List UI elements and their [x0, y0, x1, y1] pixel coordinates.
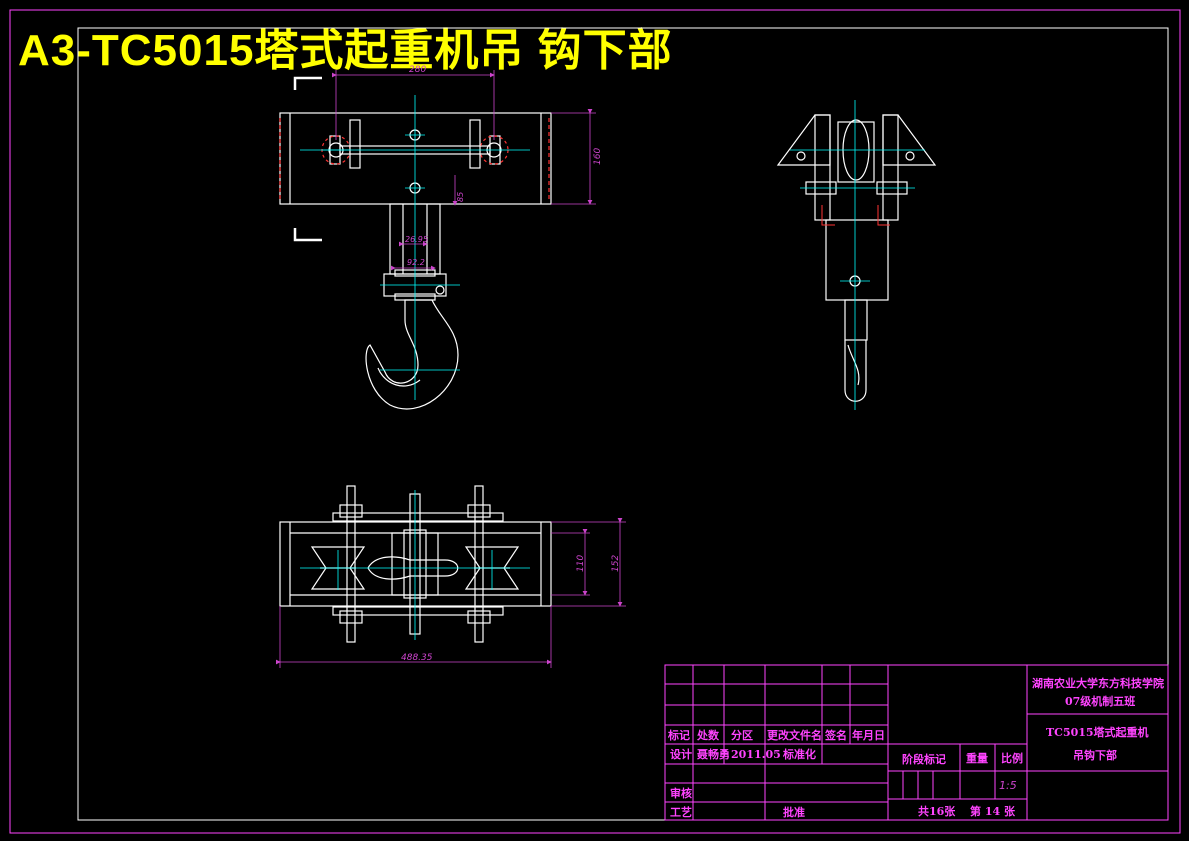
drawing-name-line-2: 吊钩下部 [1073, 748, 1117, 762]
front-view-dimensions [332, 70, 596, 271]
dim-bottom-length: 488.35 [401, 653, 433, 663]
class-name: 07级机制五班 [1065, 694, 1135, 708]
stage-label: 阶段标记 [902, 752, 946, 766]
header-zone: 分区 [731, 728, 753, 742]
title-block [664, 664, 1169, 821]
process-label: 工艺 [670, 805, 692, 819]
header-date: 年月日 [852, 728, 885, 742]
dim-hook-width-1: 26.95 [405, 235, 428, 244]
review-label: 审核 [670, 786, 692, 800]
dim-pin-offset: 85 [456, 192, 465, 202]
sheet-total: 共16张 [918, 804, 956, 818]
design-label: 设计 [670, 747, 692, 761]
header-mark: 标记 [667, 728, 690, 742]
weight-label: 重量 [966, 751, 988, 765]
side-view-centerlines [790, 100, 925, 410]
scale-value: 1:5 [999, 779, 1017, 792]
dim-hook-width-2: 92.2 [407, 258, 425, 267]
inner-border [77, 27, 1169, 821]
title-block-text: 标记 处数 分区 更改文件名 签名 年月日 设计 聂畅勇 2011.05 标准化… [667, 676, 1164, 819]
header-count: 处数 [696, 728, 720, 742]
dim-top-height: 160 [593, 148, 603, 165]
top-view-centerlines [300, 490, 530, 640]
school-name: 湖南农业大学东方科技学院 [1032, 676, 1164, 690]
outer-border [9, 9, 1181, 834]
header-signature: 签名 [824, 728, 847, 742]
front-view-centerlines [300, 95, 530, 400]
drawing-title: A3-TC5015塔式起重机吊 钩下部 [18, 26, 673, 75]
scale-label: 比例 [1001, 751, 1023, 765]
header-change-file: 更改文件名 [767, 728, 822, 742]
side-view [776, 114, 937, 402]
dim-bottom-outer-height: 152 [611, 555, 621, 572]
standardize-label: 标准化 [782, 747, 816, 761]
approve-label: 批准 [783, 805, 805, 819]
top-view-dimensions [276, 518, 626, 668]
design-date: 2011.05 [731, 748, 781, 761]
drawing-name-line-1: TC5015塔式起重机 [1046, 725, 1149, 739]
top-view [279, 485, 552, 643]
designer-name: 聂畅勇 [696, 747, 730, 761]
dim-bottom-inner-height: 110 [576, 555, 586, 572]
side-view-hidden [821, 205, 890, 226]
sheet-number: 第 14 张 [970, 804, 1016, 818]
dim-top-width: 280 [409, 65, 426, 75]
